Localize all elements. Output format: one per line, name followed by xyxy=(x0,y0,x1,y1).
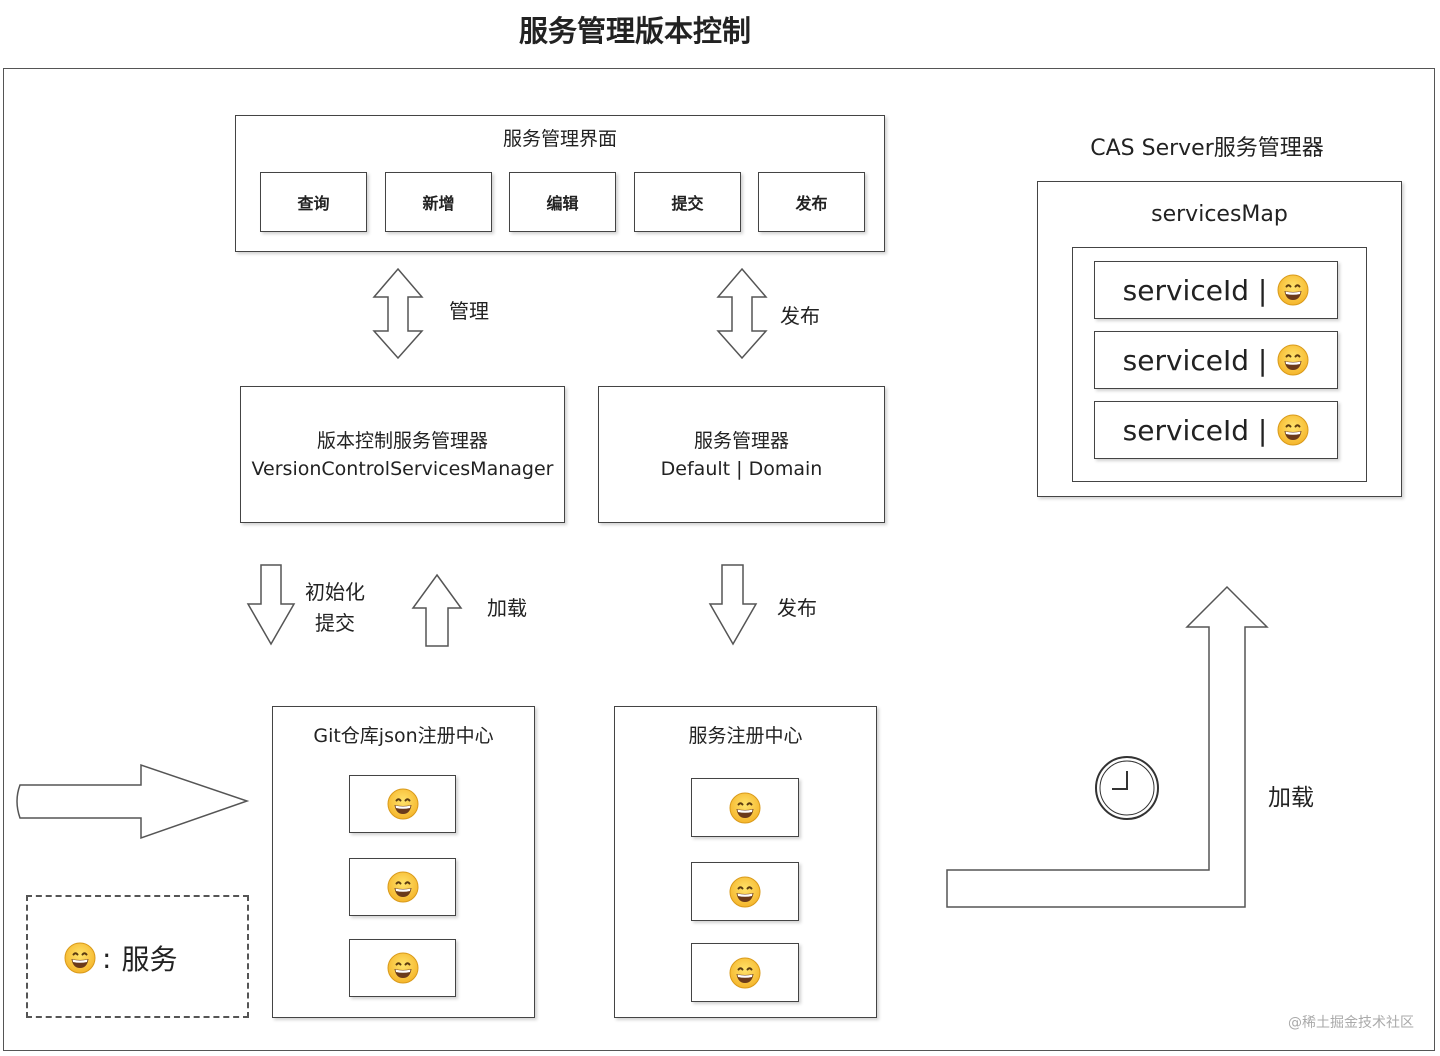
git-registry-title: Git仓库json注册中心 xyxy=(313,725,494,747)
grinning-face-icon xyxy=(387,952,419,984)
publish-button[interactable]: 发布 xyxy=(758,172,865,232)
svc-manager-line1: 服务管理器 xyxy=(693,429,789,452)
git-service-item xyxy=(349,858,456,916)
service-id-row: serviceId | xyxy=(1094,261,1338,319)
vc-manager-line2: VersionControlServicesManager xyxy=(251,457,554,480)
init-label-line2: 提交 xyxy=(315,611,355,635)
registry-service-item xyxy=(691,778,799,837)
legend-text: 服务 xyxy=(121,943,178,976)
grinning-face-icon xyxy=(387,788,419,820)
git-service-item xyxy=(349,939,456,997)
services-manager: 服务管理器 Default | Domain xyxy=(598,386,885,523)
grinning-face-icon xyxy=(729,957,761,989)
service-registry-title: 服务注册中心 xyxy=(688,725,803,747)
manage-label: 管理 xyxy=(449,299,489,323)
grinning-face-icon xyxy=(387,871,419,903)
startup-label: 服务启动，初始化git仓库 xyxy=(40,793,210,811)
legend-colon: : xyxy=(102,941,112,975)
query-button[interactable]: 查询 xyxy=(260,172,367,232)
cas-server-title: CAS Server服务管理器 xyxy=(1090,136,1324,161)
svc-manager-line2: Default | Domain xyxy=(660,457,823,480)
publish-top-label: 发布 xyxy=(780,304,820,328)
grinning-face-icon xyxy=(729,876,761,908)
ui-panel-title: 服务管理界面 xyxy=(502,128,617,150)
publish-mid-label: 发布 xyxy=(777,596,817,620)
registry-service-item xyxy=(691,943,799,1002)
legend-content: : 服务 xyxy=(64,938,177,978)
grinning-face-icon xyxy=(1277,274,1309,306)
service-id-label: serviceId | xyxy=(1122,273,1268,307)
service-id-row: serviceId | xyxy=(1094,331,1338,389)
registry-service-item xyxy=(691,862,799,921)
git-service-item xyxy=(349,775,456,833)
grinning-face-icon xyxy=(1277,414,1309,446)
service-id-row: serviceId | xyxy=(1094,401,1338,459)
submit-button[interactable]: 提交 xyxy=(634,172,741,232)
service-id-label: serviceId | xyxy=(1122,343,1268,377)
grinning-face-icon xyxy=(1277,344,1309,376)
edit-button[interactable]: 编辑 xyxy=(509,172,616,232)
diagram-title: 服务管理版本控制 xyxy=(518,14,751,48)
version-control-services-manager: 版本控制服务管理器 VersionControlServicesManager xyxy=(240,386,565,523)
grinning-face-icon xyxy=(64,942,96,974)
grinning-face-icon xyxy=(729,792,761,824)
services-map-title: servicesMap xyxy=(1151,202,1288,227)
service-id-label: serviceId | xyxy=(1122,413,1268,447)
init-label-line1: 初始化 xyxy=(305,580,365,604)
legend-box xyxy=(26,895,249,1018)
vc-manager-line1: 版本控制服务管理器 xyxy=(316,429,488,452)
load-left-label: 加载 xyxy=(487,596,527,620)
add-button[interactable]: 新增 xyxy=(385,172,492,232)
watermark: @稀土掘金技术社区 xyxy=(1288,1015,1414,1031)
load-right-label: 加载 xyxy=(1268,785,1314,811)
